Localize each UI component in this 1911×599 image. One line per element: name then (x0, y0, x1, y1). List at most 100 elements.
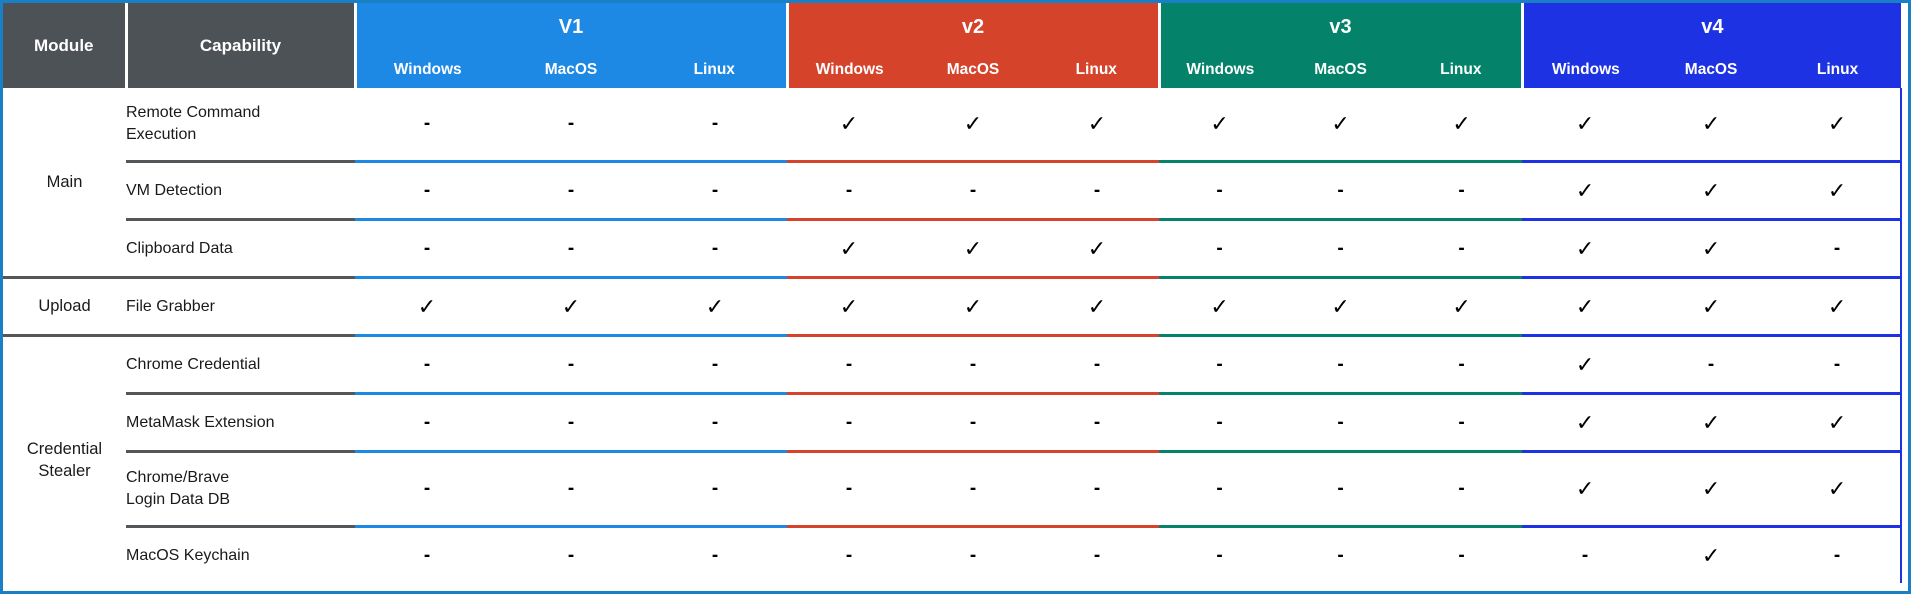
value-cell-v4-macos: ✓ (1648, 526, 1775, 583)
value-cell-v1-windows: - (355, 161, 499, 221)
value-cell-v3-macos: ✓ (1280, 277, 1402, 337)
value-cell-v4-linux: ✓ (1774, 393, 1903, 453)
value-cell-v2-windows: - (787, 451, 911, 528)
os-header-v2-windows: Windows (785, 51, 911, 88)
value-cell-v1-linux: - (643, 161, 787, 221)
value-cell-v3-macos: ✓ (1280, 88, 1402, 163)
value-cell-v2-linux: - (1035, 451, 1160, 528)
os-header-v4-macos: MacOS (1648, 51, 1775, 88)
value-cell-v2-macos: ✓ (911, 219, 1035, 279)
value-cell-v4-windows: ✓ (1522, 335, 1649, 395)
value-cell-v2-windows: - (787, 526, 911, 583)
value-cell-v3-linux: - (1401, 161, 1523, 221)
value-cell-v2-windows: - (787, 161, 911, 221)
value-cell-v3-linux: - (1401, 219, 1523, 279)
value-cell-v4-linux: - (1774, 526, 1903, 583)
os-header-v3-linux: Linux (1401, 51, 1523, 88)
value-cell-v1-macos: - (499, 393, 643, 453)
value-cell-v2-macos: - (911, 161, 1035, 221)
value-cell-v2-windows: - (787, 335, 911, 395)
value-cell-v2-macos: - (911, 335, 1035, 395)
value-cell-v1-macos: - (499, 526, 643, 583)
version-header-v2: v2 (785, 3, 1160, 51)
value-cell-v1-linux: ✓ (643, 277, 787, 337)
module-cell-credential-stealer: Credential Stealer (3, 335, 126, 583)
value-cell-v2-linux: - (1035, 335, 1160, 395)
value-cell-v1-macos: - (499, 451, 643, 528)
value-cell-v2-macos: - (911, 451, 1035, 528)
value-cell-v4-macos: ✓ (1648, 161, 1775, 221)
value-cell-v3-linux: ✓ (1401, 88, 1523, 163)
capability-column-header: Capability (124, 3, 355, 88)
value-cell-v1-linux: - (643, 88, 787, 163)
value-cell-v4-windows: ✓ (1522, 219, 1649, 279)
value-cell-v3-windows: - (1159, 393, 1281, 453)
os-header-v4-windows: Windows (1520, 51, 1649, 88)
capability-cell: MacOS Keychain (126, 526, 355, 583)
value-cell-v4-linux: ✓ (1774, 277, 1903, 337)
value-cell-v2-linux: ✓ (1035, 277, 1160, 337)
value-cell-v2-windows: ✓ (787, 277, 911, 337)
value-cell-v1-windows: - (355, 393, 499, 453)
value-cell-v3-windows: ✓ (1159, 88, 1281, 163)
value-cell-v3-linux: - (1401, 393, 1523, 453)
value-cell-v1-macos: - (499, 161, 643, 221)
value-cell-v1-windows: - (355, 451, 499, 528)
capability-cell: Chrome Credential (126, 335, 355, 395)
table-row: MetaMask Extension---------✓✓✓ (3, 393, 1903, 453)
value-cell-v4-linux: ✓ (1774, 161, 1903, 221)
value-cell-v1-macos: - (499, 88, 643, 163)
table-row: VM Detection---------✓✓✓ (3, 161, 1903, 221)
value-cell-v3-windows: - (1159, 335, 1281, 395)
value-cell-v2-windows: - (787, 393, 911, 453)
value-cell-v3-macos: - (1280, 451, 1402, 528)
os-header-v2-linux: Linux (1035, 51, 1160, 88)
value-cell-v4-windows: - (1522, 526, 1649, 583)
value-cell-v4-windows: ✓ (1522, 161, 1649, 221)
value-cell-v3-macos: - (1280, 526, 1402, 583)
value-cell-v4-windows: ✓ (1522, 393, 1649, 453)
value-cell-v1-linux: - (643, 393, 787, 453)
value-cell-v2-macos: ✓ (911, 277, 1035, 337)
value-cell-v4-macos: ✓ (1648, 393, 1775, 453)
value-cell-v3-macos: - (1280, 219, 1402, 279)
module-cell-upload: Upload (3, 277, 126, 337)
value-cell-v2-linux: ✓ (1035, 219, 1160, 279)
capability-cell: Remote Command Execution (126, 88, 355, 163)
value-cell-v4-macos: ✓ (1648, 219, 1775, 279)
os-header-v2-macos: MacOS (911, 51, 1035, 88)
value-cell-v4-windows: ✓ (1522, 451, 1649, 528)
value-cell-v1-linux: - (643, 526, 787, 583)
value-cell-v2-macos: - (911, 526, 1035, 583)
value-cell-v3-linux: - (1401, 451, 1523, 528)
module-cell-main: Main (3, 88, 126, 279)
os-header-v3-windows: Windows (1157, 51, 1281, 88)
value-cell-v2-linux: - (1035, 526, 1160, 583)
os-header-v3-macos: MacOS (1280, 51, 1402, 88)
value-cell-v1-windows: ✓ (355, 277, 499, 337)
value-cell-v4-linux: ✓ (1774, 451, 1903, 528)
value-cell-v1-windows: - (355, 219, 499, 279)
value-cell-v3-windows: ✓ (1159, 277, 1281, 337)
value-cell-v1-macos: ✓ (499, 277, 643, 337)
value-cell-v1-windows: - (355, 526, 499, 583)
value-cell-v3-macos: - (1280, 335, 1402, 395)
os-header-v1-linux: Linux (643, 51, 787, 88)
os-header-v1-macos: MacOS (499, 51, 643, 88)
value-cell-v1-macos: - (499, 219, 643, 279)
value-cell-v4-macos: - (1648, 335, 1775, 395)
value-cell-v3-linux: - (1401, 526, 1523, 583)
value-cell-v2-linux: ✓ (1035, 88, 1160, 163)
version-header-v1: V1 (353, 3, 787, 51)
value-cell-v3-macos: - (1280, 161, 1402, 221)
version-header-v4: v4 (1520, 3, 1902, 51)
value-cell-v1-windows: - (355, 335, 499, 395)
